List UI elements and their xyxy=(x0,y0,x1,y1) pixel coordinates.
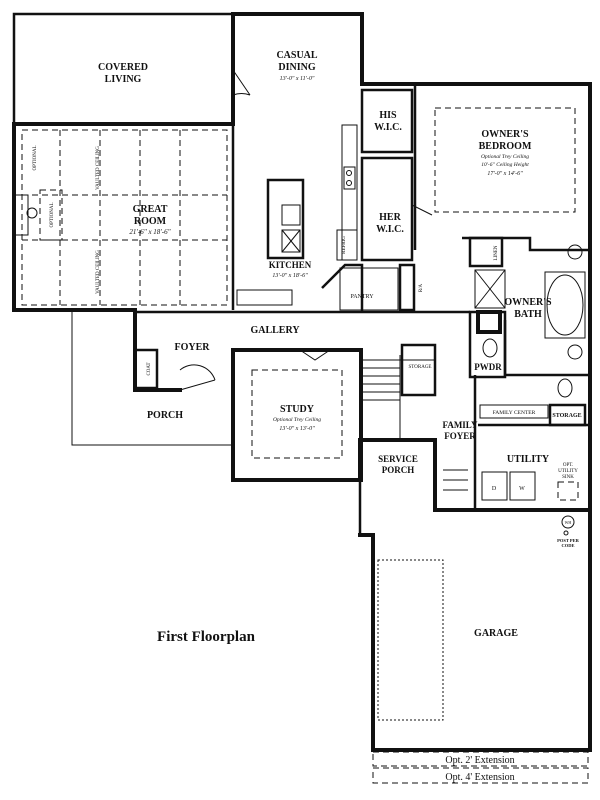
linen-label: LINEN xyxy=(494,245,499,260)
family-foyer: FAMILY FOYER FAMILY CENTER STORAGE xyxy=(442,375,590,510)
post xyxy=(563,530,569,536)
ra-chase xyxy=(476,310,502,334)
owners-bedroom-label-1: OWNER'S xyxy=(481,129,529,140)
owners-toilet xyxy=(557,378,573,398)
her-wic-label-2: W.I.C. xyxy=(376,224,404,235)
utility-room: UTILITY D W OPT. UTILITY SINK xyxy=(481,454,579,501)
service-porch-label-2: PORCH xyxy=(382,465,415,475)
vaulted-ceiling-label-2: VAULTED CEILING xyxy=(96,250,101,294)
cooktop xyxy=(343,166,356,190)
opt-utility-sink xyxy=(557,481,579,501)
service-porch-label-1: SERVICE xyxy=(378,454,418,464)
casual-dining-kitchen: CASUAL DINING 13'-0" x 11'-0" REFRIG KIT… xyxy=(231,50,399,312)
bathtub xyxy=(546,274,584,336)
dishwasher xyxy=(281,229,301,253)
opt-utility-sink-label-3: SINK xyxy=(562,475,574,480)
sink-1 xyxy=(567,244,583,260)
owners-bath-label-1: OWNER'S xyxy=(504,297,552,308)
covered-living-label-2: LIVING xyxy=(105,74,142,85)
storage-2-label: STORAGE xyxy=(552,413,581,419)
exterior-walls xyxy=(12,12,592,752)
water-heater-label: WH xyxy=(565,520,572,525)
kitchen-label: KITCHEN xyxy=(269,260,312,270)
fireplace-grate xyxy=(26,207,38,219)
her-wic-label-1: HER xyxy=(379,212,401,223)
great-room: OPTIONAL OPTIONAL VAULTED CEILING VAULTE… xyxy=(13,129,228,306)
casual-dining-label-1: CASUAL xyxy=(276,50,317,61)
study-dimensions: 13'-0" x 13'-0" xyxy=(279,426,315,432)
pwdr-label: PWDR xyxy=(474,362,502,372)
pantry-label: PANTRY xyxy=(350,294,374,300)
washer xyxy=(509,471,536,501)
casual-dining-label-2: DINING xyxy=(278,62,315,73)
service-porch: SERVICE PORCH xyxy=(378,454,468,491)
porch: PORCH xyxy=(71,310,233,446)
staircase xyxy=(362,355,435,440)
opt-4-extension xyxy=(372,767,589,784)
water-heater xyxy=(561,515,575,529)
walk-in-closets: HIS W.I.C. HER W.I.C. xyxy=(360,88,433,262)
covered-living-area: COVERED LIVING xyxy=(12,12,235,125)
opt-2-extension xyxy=(372,751,589,767)
post-per-code-label-1: POST PER xyxy=(557,538,580,543)
shower xyxy=(474,269,506,309)
garage: WH POST PER CODE GARAGE Opt. 2' Extensio… xyxy=(372,515,589,784)
fireplace xyxy=(13,194,29,236)
kitchen-sink xyxy=(281,204,301,226)
owners-bath-label-2: BATH xyxy=(514,309,542,320)
study: STUDY Optional Trey Ceiling 13'-0" x 13'… xyxy=(231,348,363,482)
his-wic-label-2: W.I.C. xyxy=(374,122,402,133)
utility-label: UTILITY xyxy=(507,454,550,465)
owners-bedroom-label-2: BEDROOM xyxy=(479,141,532,152)
storage-label: STORAGE xyxy=(409,365,432,370)
casual-dining-dimensions: 13'-0" x 11'-0" xyxy=(280,76,315,82)
coat-label: COAT xyxy=(147,362,152,375)
opt-utility-sink-label-2: UTILITY xyxy=(558,469,578,474)
optional-label-1: OPTIONAL xyxy=(33,146,38,171)
foyer-label: FOYER xyxy=(175,342,211,353)
great-room-label-1: GREAT xyxy=(133,204,168,215)
dryer xyxy=(481,471,508,501)
vaulted-ceiling-label-1: VAULTED CEILING xyxy=(96,146,101,190)
kitchen-shelf xyxy=(236,289,293,306)
kitchen-island xyxy=(266,178,305,260)
ra-block xyxy=(398,263,416,312)
great-room-label-2: ROOM xyxy=(134,216,167,227)
dryer-label: D xyxy=(492,486,497,492)
optional-label-2: OPTIONAL xyxy=(50,203,55,228)
sink-2 xyxy=(567,344,583,360)
kitchen-dimensions: 13'-0" x 18'-6" xyxy=(272,273,308,279)
owners-bedroom-note-2: 10'-6" Ceiling Height xyxy=(481,162,529,168)
porch-label: PORCH xyxy=(147,410,183,421)
garage-door xyxy=(377,559,444,721)
great-room-dimensions: 21'-6" x 18'-6" xyxy=(129,228,170,236)
gallery-label: GALLERY xyxy=(250,325,300,336)
family-foyer-label-2: FOYER xyxy=(444,431,476,441)
family-foyer-label-1: FAMILY xyxy=(442,420,478,430)
garage-label: GARAGE xyxy=(474,628,518,639)
covered-living-label-1: COVERED xyxy=(98,62,148,73)
washer-label: W xyxy=(519,486,525,492)
owners-bedroom-dimensions: 17'-0" x 14'-6" xyxy=(487,170,523,177)
opt-4-extension-label: Opt. 4' Extension xyxy=(445,772,514,783)
opt-utility-sink-label-1: OPT. xyxy=(563,463,573,468)
owners-bedroom: OWNER'S BEDROOM Optional Trey Ceiling 10… xyxy=(413,84,590,252)
powder-room: PWDR xyxy=(468,310,507,379)
floorplan-title: First Floorplan xyxy=(157,629,256,645)
refrigerator xyxy=(336,229,358,261)
pwdr-toilet xyxy=(482,338,498,358)
owners-bath: LINEN R/A OWNER'S BATH xyxy=(398,236,590,398)
post-per-code-label-2: CODE xyxy=(561,543,574,548)
owners-bedroom-note-1: Optional Trey Ceiling xyxy=(481,154,529,160)
refrig-label: REFRIG xyxy=(342,236,347,254)
his-wic-label-1: HIS xyxy=(379,110,397,121)
study-note: Optional Trey Ceiling xyxy=(273,417,321,423)
gallery-foyer: GALLERY FOYER COAT STORAGE xyxy=(133,310,470,440)
family-center-label: FAMILY CENTER xyxy=(493,410,536,416)
opt-2-extension-label: Opt. 2' Extension xyxy=(445,755,514,766)
ra-label: R/A xyxy=(419,283,424,292)
study-label: STUDY xyxy=(280,404,315,415)
